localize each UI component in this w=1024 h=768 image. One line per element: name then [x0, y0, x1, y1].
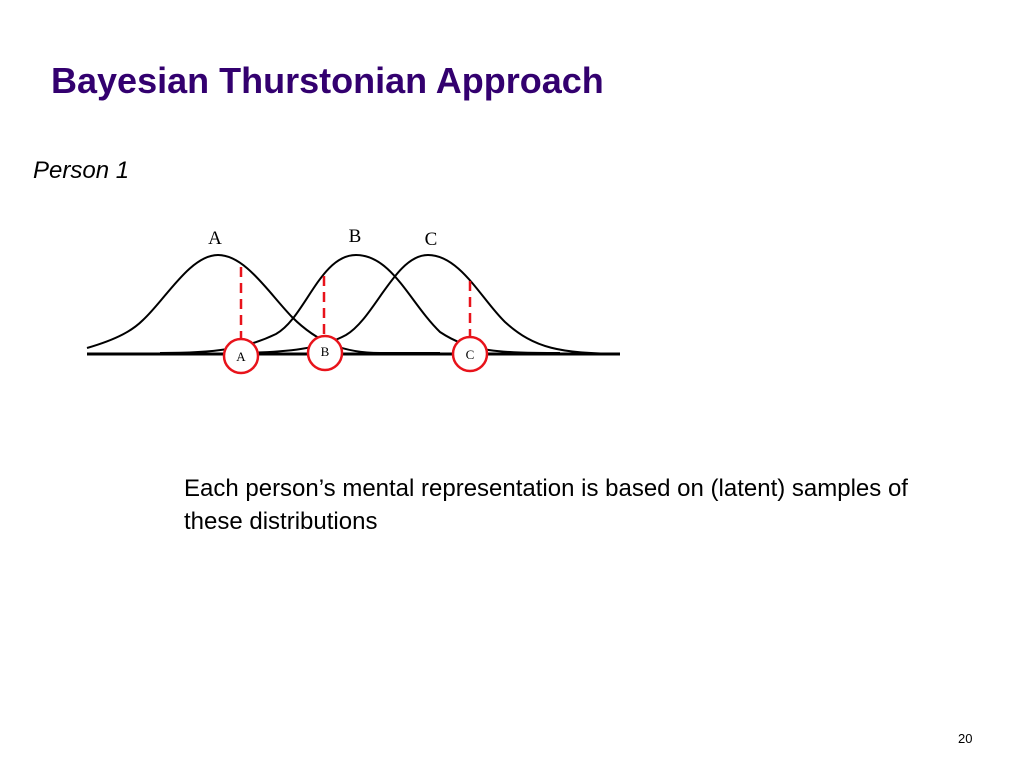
- slide-title: Bayesian Thurstonian Approach: [51, 60, 604, 101]
- sample-circle-c: [451, 335, 489, 373]
- description-text: Each person’s mental representation is b…: [184, 475, 908, 535]
- distribution-label-a: A: [208, 228, 222, 249]
- distribution-curve-c: [229, 253, 621, 355]
- sample-circle-a: [222, 337, 260, 375]
- distribution-label-c: C: [425, 229, 438, 250]
- page-number: 20: [958, 731, 973, 746]
- sample-label-b: B: [321, 344, 330, 359]
- sample-circle-b: [306, 334, 344, 372]
- sample-label-a: A: [236, 349, 246, 364]
- person-label: Person 1: [33, 157, 130, 184]
- sample-label-c: C: [466, 347, 475, 362]
- distribution-curve-b: [159, 253, 561, 354]
- distribution-label-b: B: [349, 226, 362, 247]
